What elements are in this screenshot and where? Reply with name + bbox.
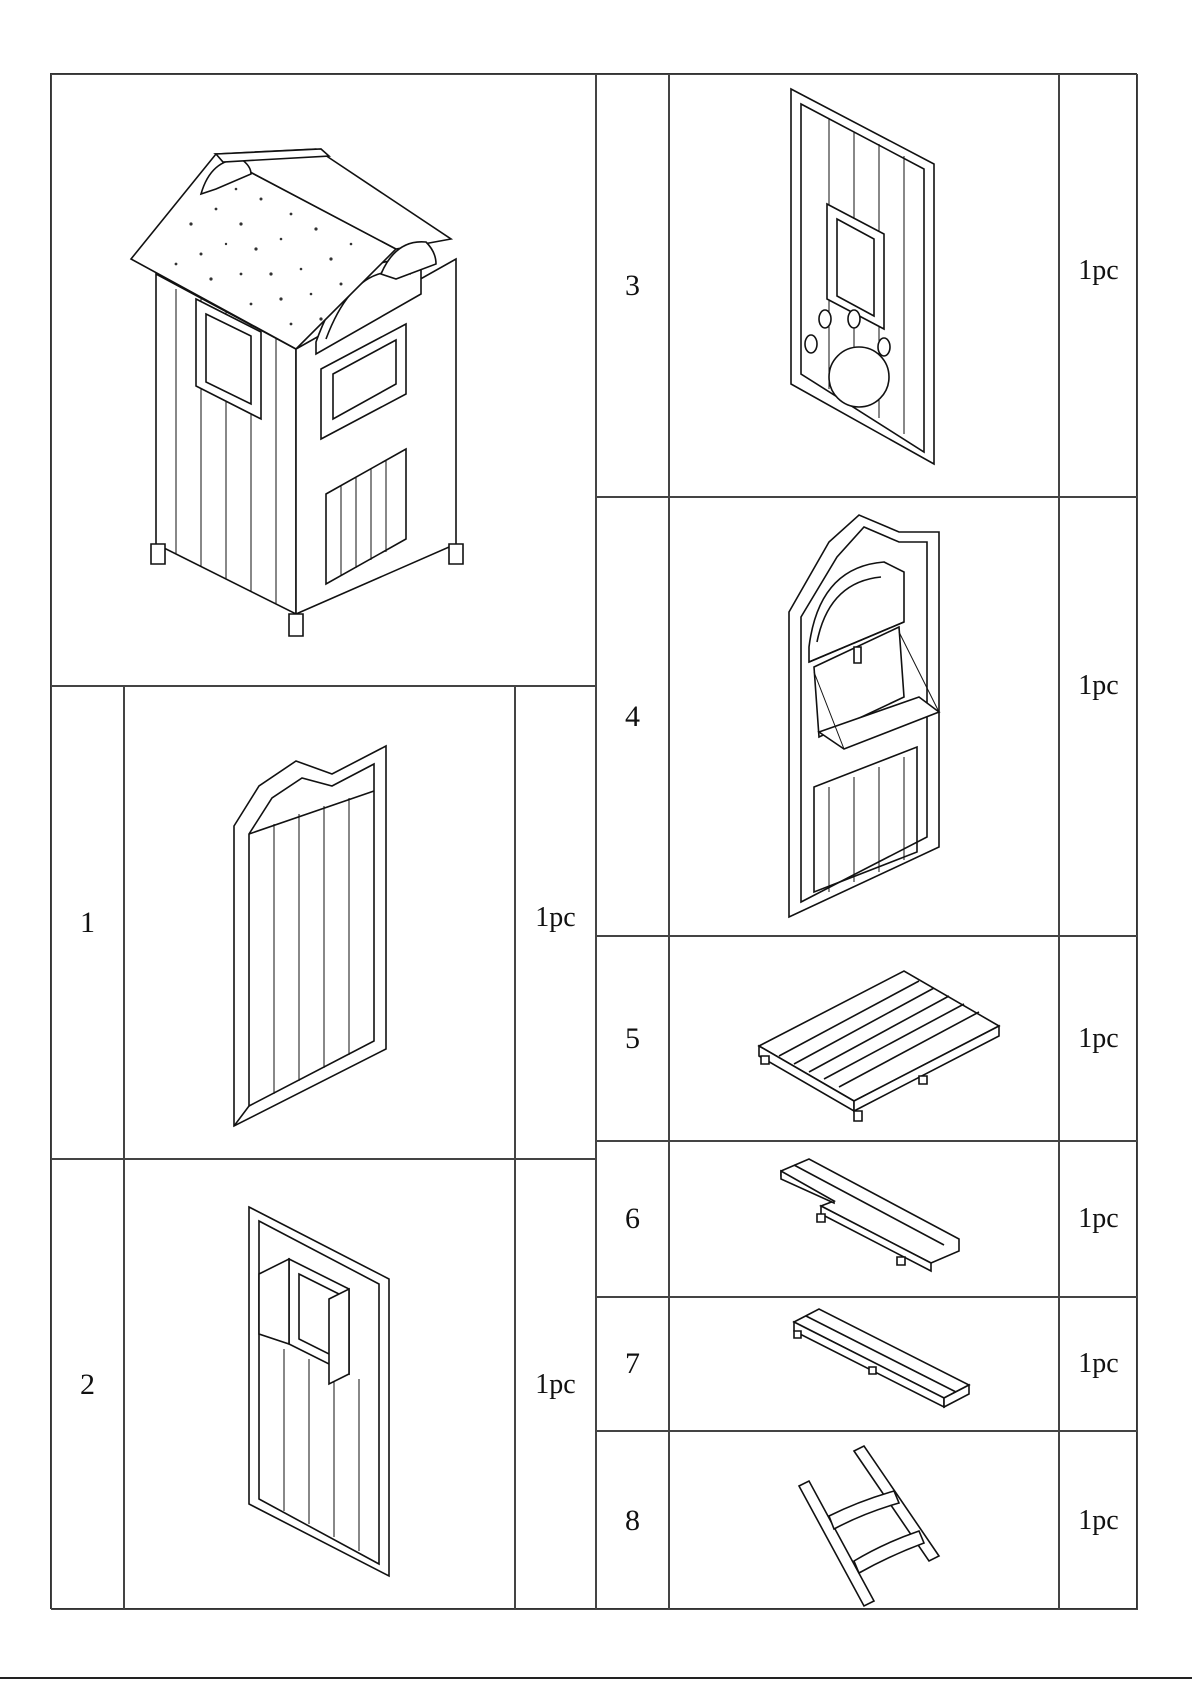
part-7-number: 7 [596,1297,669,1431]
stepped-board-icon [669,1141,1059,1297]
part-4-number: 4 [596,497,669,936]
side-panel-gable-icon [124,686,515,1159]
assembled-house-icon [51,74,596,686]
part-6-drawing [669,1141,1059,1297]
part-6-number: 6 [596,1141,669,1297]
part-6-quantity: 1pc [1059,1141,1138,1297]
part-8-quantity: 1pc [1059,1431,1138,1610]
part-1-number: 1 [51,686,124,1159]
part-5-drawing [669,936,1059,1141]
ladder-icon [669,1431,1059,1610]
part-8-drawing [669,1431,1059,1610]
part-4-quantity: 1pc [1059,497,1138,936]
floor-pallet-icon [669,936,1059,1141]
part-3-quantity: 1pc [1059,74,1138,497]
part-1-quantity: 1pc [515,686,596,1159]
part-4-drawing [669,497,1059,936]
part-5-quantity: 1pc [1059,936,1138,1141]
part-3-number: 3 [596,74,669,497]
part-7-drawing [669,1297,1059,1431]
back-panel-with-vents-icon [669,74,1059,497]
plank-board-icon [669,1297,1059,1431]
part-2-drawing [124,1159,515,1610]
part-5-number: 5 [596,936,669,1141]
part-8-number: 8 [596,1431,669,1610]
part-2-quantity: 1pc [515,1159,596,1610]
side-panel-with-window-icon [124,1159,515,1610]
part-7-quantity: 1pc [1059,1297,1138,1431]
part-3-drawing [669,74,1059,497]
part-1-drawing [124,686,515,1159]
front-panel-with-shelf-icon [669,497,1059,936]
footer-rule [0,1677,1192,1679]
part-2-number: 2 [51,1159,124,1610]
assembled-overview [51,74,596,686]
parts-list-sheet: 1 1pc 2 [50,73,1137,1609]
